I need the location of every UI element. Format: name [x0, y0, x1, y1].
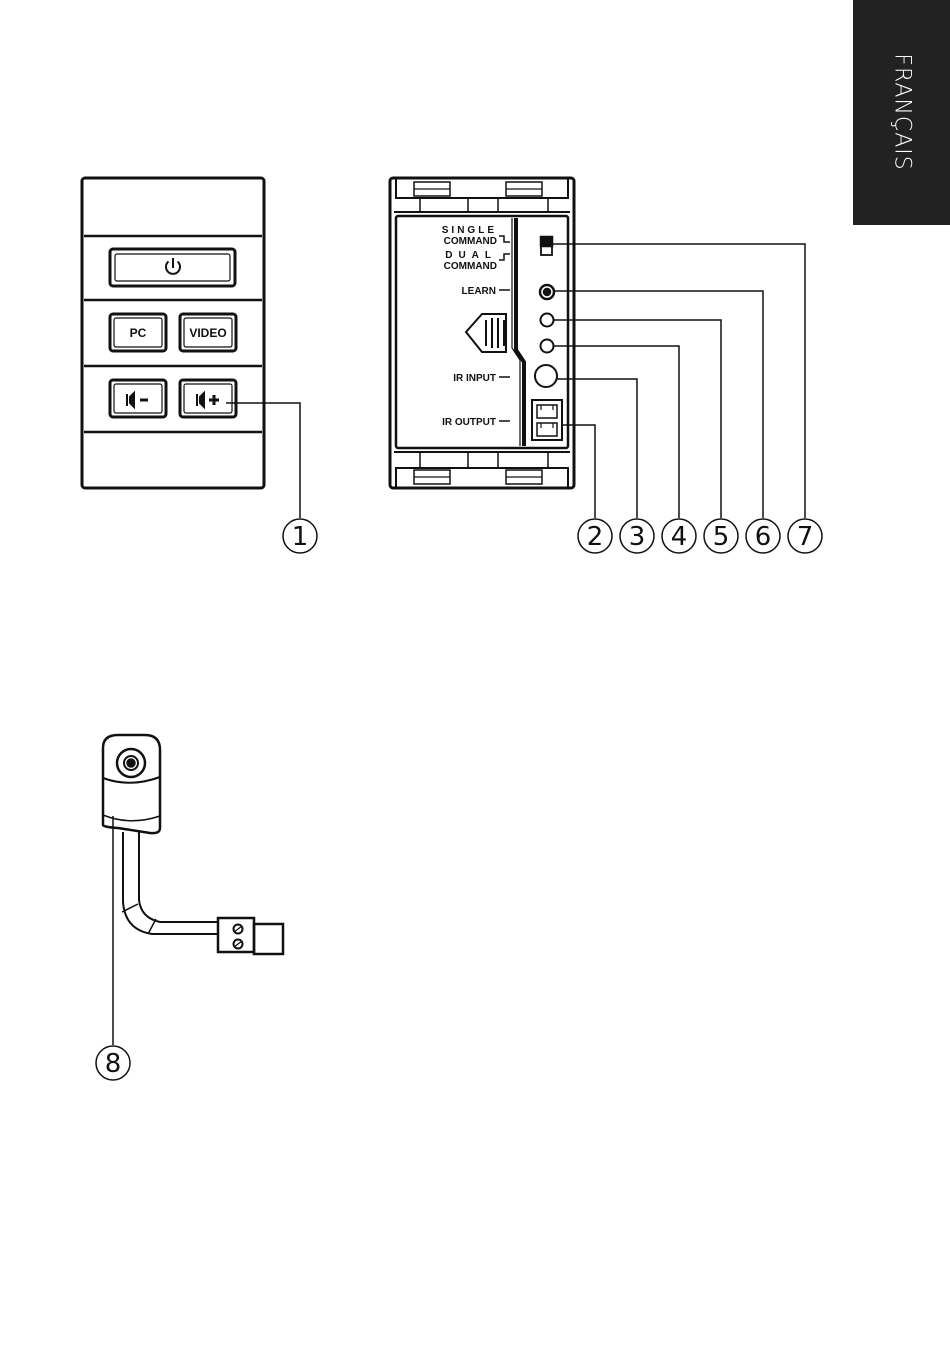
volume-down-button: [110, 380, 166, 417]
callout-5: 5: [713, 522, 730, 552]
power-icon: [166, 258, 180, 274]
wall-plate: [82, 178, 264, 488]
ir-output-label: IR OUTPUT: [442, 417, 496, 428]
callout-7: 7: [797, 522, 814, 552]
mode-switch: [541, 237, 552, 255]
callout-4: 4: [671, 522, 688, 552]
led-indicator-2: [541, 340, 554, 353]
callout-2: 2: [587, 522, 604, 552]
ir-input-label: IR INPUT: [453, 373, 496, 384]
led-indicator-1: [541, 314, 554, 327]
ir-output-terminal: [532, 400, 562, 440]
callout-1: 1: [292, 522, 309, 552]
callout-6: 6: [755, 522, 772, 552]
learn-label: LEARN: [462, 286, 496, 297]
ir-receiver-eye: [103, 735, 283, 954]
callout-circles: [96, 519, 822, 1080]
callout-3: 3: [629, 522, 646, 552]
volume-up-icon: [197, 393, 219, 407]
power-button: [110, 249, 235, 286]
dual-label: DUAL: [445, 250, 497, 261]
single-label: SINGLE: [442, 225, 497, 236]
learn-button: [540, 285, 554, 299]
grip-arrow: [466, 314, 506, 352]
command-label-2: COMMAND: [444, 261, 497, 272]
command-label-1: COMMAND: [444, 236, 497, 247]
video-button-label: VIDEO: [189, 326, 226, 340]
pc-button-label: PC: [130, 326, 147, 340]
callout-8: 8: [105, 1049, 122, 1079]
volume-down-icon: [127, 393, 148, 407]
volume-up-button: [180, 380, 236, 417]
ir-input-jack: [535, 365, 557, 387]
